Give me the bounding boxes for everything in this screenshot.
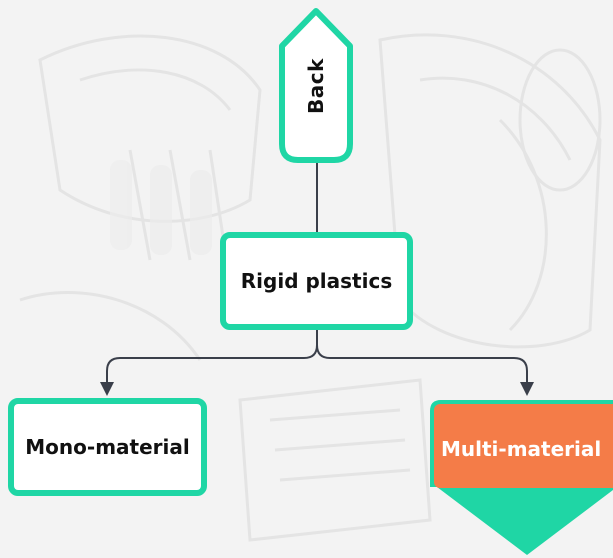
multi-node-shape (430, 400, 613, 555)
connector-root-to-mono (106, 328, 318, 386)
arrowhead-mono (100, 382, 114, 396)
root-node-rigid-plastics: Rigid plastics (220, 232, 413, 330)
arrowhead-multi (520, 382, 534, 396)
connector-root-to-multi (316, 328, 528, 386)
back-node-shape (279, 8, 353, 163)
multi-material-label: Multi-material (441, 437, 602, 461)
back-button[interactable]: Back (276, 8, 356, 164)
option-node-mono-material[interactable]: Mono-material (8, 398, 207, 496)
back-label: Back (304, 58, 328, 114)
option-node-multi-material[interactable]: Multi-material (427, 397, 613, 555)
